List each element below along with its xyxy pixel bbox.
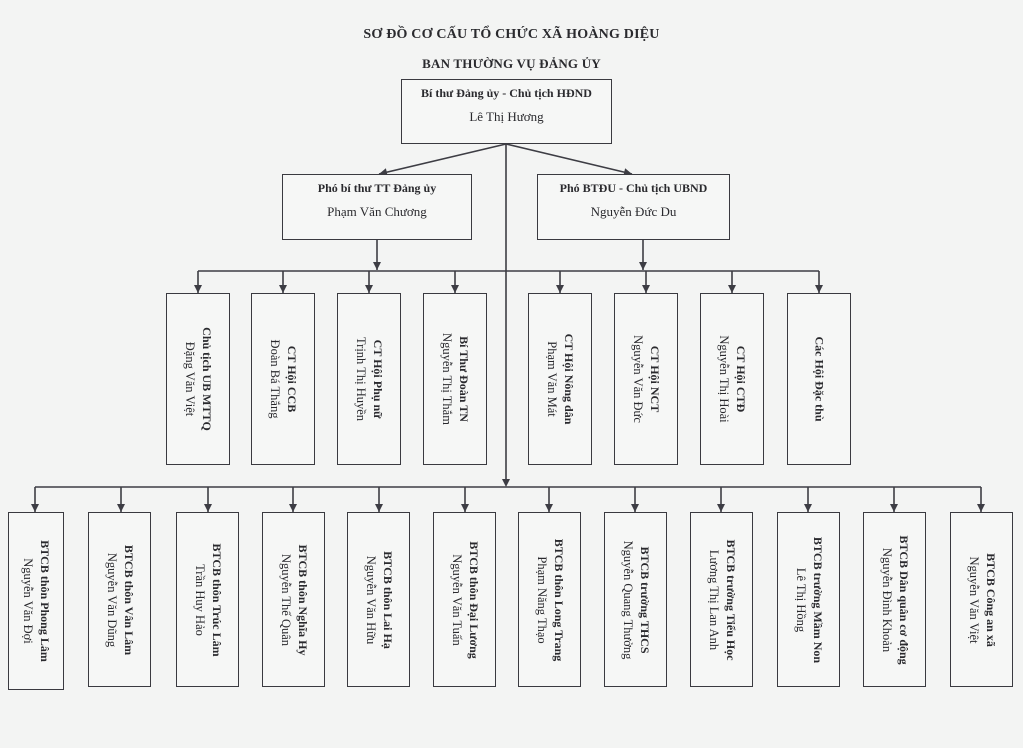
cell-role: BTCB thôn Long Trang <box>551 538 566 661</box>
arrowhead <box>194 285 202 293</box>
top-leader-name: Lê Thị Hương <box>469 109 544 124</box>
cell-name: Nguyễn Thế Quân <box>278 553 293 646</box>
cell-name: Nguyễn Văn Việt <box>966 556 981 643</box>
cell-name: Lương Thị Lan Anh <box>706 549 721 650</box>
org-role: CT Hội CCB <box>285 345 299 413</box>
arrowhead <box>639 262 647 270</box>
arrowhead <box>545 504 553 512</box>
cell-role: BTCB thôn Vân Lâm <box>121 544 136 655</box>
cell-name: Nguyễn Đình Khoản <box>879 547 894 652</box>
deputy-name: Phạm Văn Chương <box>327 204 427 219</box>
cell-role: BTCB Dân quân cơ động <box>896 534 911 665</box>
cell-name: Phạm Năng Thạo <box>534 555 549 644</box>
cell-name: Nguyễn Văn Hữu <box>363 555 378 644</box>
cell-role: BTCB trường THCS <box>637 546 652 653</box>
deputy-role: Phó BTĐU - Chủ tịch UBND <box>559 181 708 195</box>
org-name: Trịnh Thị Huyền <box>354 336 368 422</box>
org-role: CT Hội CTĐ <box>734 345 748 413</box>
connector-line <box>505 143 633 175</box>
cell-role: BTCB trường Mầm Non <box>810 536 825 663</box>
org-role: Các Hội Đặc thù <box>812 336 827 422</box>
deputy-name: Nguyễn Đức Du <box>590 204 677 219</box>
connector-line <box>378 143 507 175</box>
top-leader-box: Bí thư Đảng ủy - Chủ tịch HĐND Lê Thị Hư… <box>401 79 612 144</box>
arrowhead <box>815 285 823 293</box>
deputy-box-party: Phó bí thư TT Đảng ủy Phạm Văn Chương <box>282 174 472 240</box>
arrowhead <box>289 504 297 512</box>
chart-title: SƠ ĐỒ CƠ CẤU TỔ CHỨC XÃ HOÀNG DIỆU <box>363 27 660 42</box>
org-name: Đặng Văn Việt <box>183 341 197 417</box>
arrowhead <box>804 504 812 512</box>
org-name: Nguyễn Thị Thắm <box>440 333 454 425</box>
arrowhead <box>977 504 985 512</box>
arrowhead <box>461 504 469 512</box>
cell-role: BTCB thôn Trúc Lâm <box>209 542 224 657</box>
cell-role: BTCB thôn Nghĩa Hy <box>295 543 310 656</box>
org-role: CT Hội NCT <box>648 345 662 413</box>
cell-name: Nguyễn Văn Tuấn <box>449 553 464 646</box>
cell-role: BTCB thôn Phong Lâm <box>38 540 52 662</box>
arrowhead <box>117 504 125 512</box>
arrowhead <box>204 504 212 512</box>
org-role: Bí Thư Đoàn TN <box>457 336 471 422</box>
cell-name: Trần Huy Hảo <box>192 563 207 636</box>
org-name: Nguyễn Văn Đức <box>631 335 645 423</box>
org-name: Nguyễn Thị Hoài <box>717 335 731 423</box>
arrowhead <box>556 285 564 293</box>
cell-role: BTCB trường Tiểu Học <box>723 538 738 661</box>
org-name: Phạm Văn Mát <box>545 341 559 417</box>
cell-role: BTCB thôn Đại Lương <box>466 540 481 659</box>
arrowhead <box>890 504 898 512</box>
deputy-box-committee: Phó BTĐU - Chủ tịch UBND Nguyễn Đức Du <box>537 174 730 240</box>
arrowhead <box>365 285 373 293</box>
top-leader-role: Bí thư Đảng ủy - Chủ tịch HĐND <box>421 86 592 100</box>
arrowhead <box>642 285 650 293</box>
cell-name: Nguyễn Văn Dũng <box>104 552 119 647</box>
cell-name: Nguyễn Văn Đợi <box>21 558 35 644</box>
arrowhead <box>373 262 381 270</box>
arrowhead <box>728 285 736 293</box>
org-name: Đoàn Bá Thắng <box>268 339 282 419</box>
org-role: CT Hội Phụ nữ <box>371 339 385 419</box>
deputy-role: Phó bí thư TT Đảng ủy <box>317 181 437 195</box>
arrowhead <box>31 504 39 512</box>
org-role: CT Hội Nông dân <box>562 333 576 425</box>
cell-role: BTCB Công an xã <box>983 552 998 647</box>
org-role: Chủ tịch UB MTTQ <box>200 327 214 431</box>
cell-name: Nguyễn Quang Thưởng <box>620 540 635 659</box>
cell-role: BTCB thôn Lai Hạ <box>380 550 395 649</box>
arrowhead <box>631 504 639 512</box>
arrowhead <box>717 504 725 512</box>
arrowhead <box>451 285 459 293</box>
org-box: Các Hội Đặc thù <box>787 293 851 465</box>
arrowhead <box>502 479 510 487</box>
arrowhead <box>279 285 287 293</box>
arrowhead <box>375 504 383 512</box>
chart-subtitle: BAN THƯỜNG VỤ ĐẢNG ỦY <box>422 56 601 71</box>
cell-name: Lê Thị Hồng <box>793 567 808 632</box>
